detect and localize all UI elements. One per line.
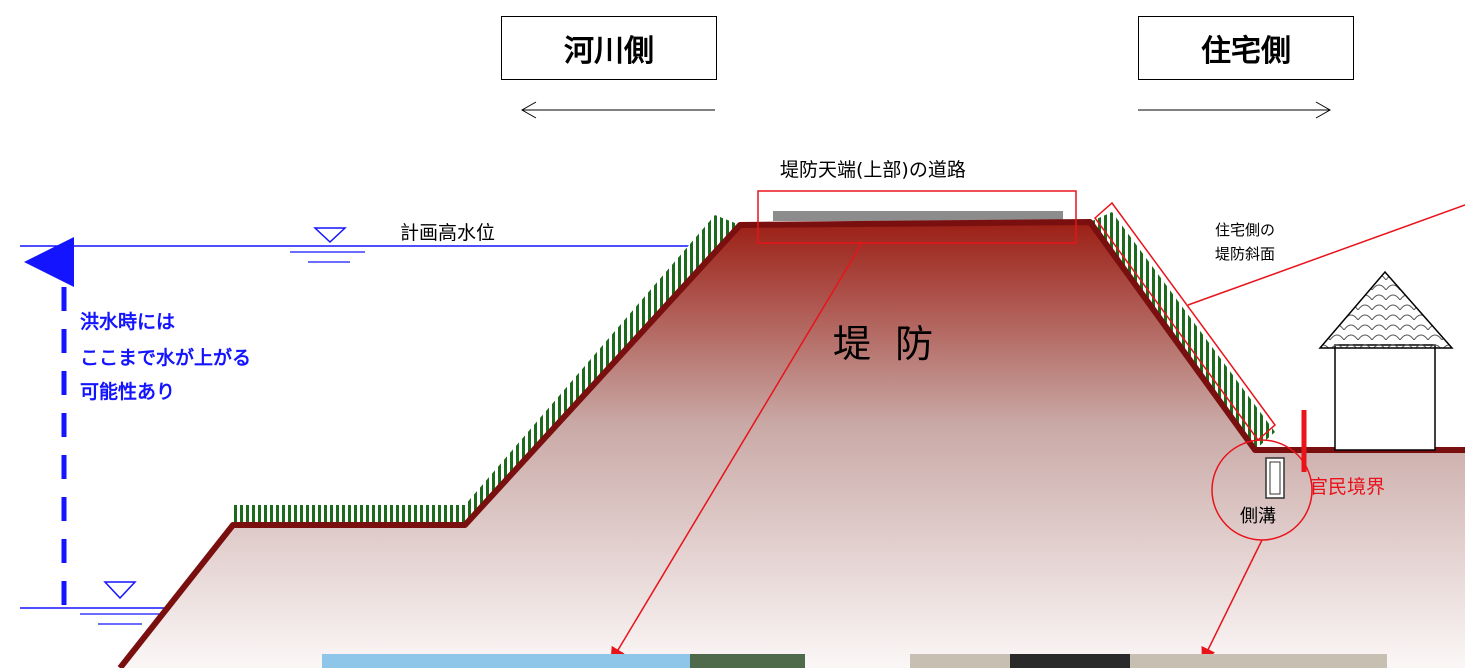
inverted-triangle-icon bbox=[80, 581, 160, 625]
crown-highlight bbox=[757, 190, 1077, 244]
side-ditch-label: 側溝 bbox=[1240, 506, 1276, 527]
inverted-triangle-icon bbox=[290, 227, 365, 263]
road-photo-arrow bbox=[610, 242, 863, 663]
road-photo bbox=[322, 654, 805, 668]
residential-slope-label-line1: 住宅側の bbox=[1215, 221, 1276, 239]
flood-note-line2: ここまで水が上がる bbox=[80, 347, 252, 369]
house-icon bbox=[1318, 270, 1454, 451]
slope-callout-line bbox=[1187, 204, 1465, 306]
flood-note-line1: 洪水時には bbox=[80, 311, 176, 333]
flood-note-line3: 可能性あり bbox=[80, 381, 176, 403]
river-side-label: 河川側 bbox=[501, 16, 717, 80]
crown-road bbox=[773, 211, 1063, 221]
residential-side-label: 住宅側 bbox=[1138, 16, 1354, 80]
levee-outline bbox=[117, 219, 1465, 668]
ditch-highlight-circle bbox=[1211, 439, 1313, 541]
slope-highlight bbox=[1093, 201, 1277, 442]
levee-label: 堤 防 bbox=[833, 322, 940, 366]
boundary-label: 官民境界 bbox=[1309, 476, 1386, 498]
grass-berm bbox=[233, 505, 465, 525]
crown-road-label: 堤防天端(上部)の道路 bbox=[780, 159, 966, 181]
side-ditch-icon bbox=[1265, 457, 1285, 499]
levee-body bbox=[120, 222, 1465, 668]
residential-side-arrow bbox=[1138, 101, 1332, 119]
grass-residential-slope bbox=[1090, 212, 1275, 450]
planned-high-water-label: 計画高水位 bbox=[400, 222, 496, 244]
residential-slope-label-line2: 堤防斜面 bbox=[1215, 245, 1276, 263]
river-side-arrow bbox=[520, 101, 715, 119]
ditch-photo-arrow bbox=[1201, 539, 1263, 663]
ditch-photo bbox=[910, 654, 1387, 668]
